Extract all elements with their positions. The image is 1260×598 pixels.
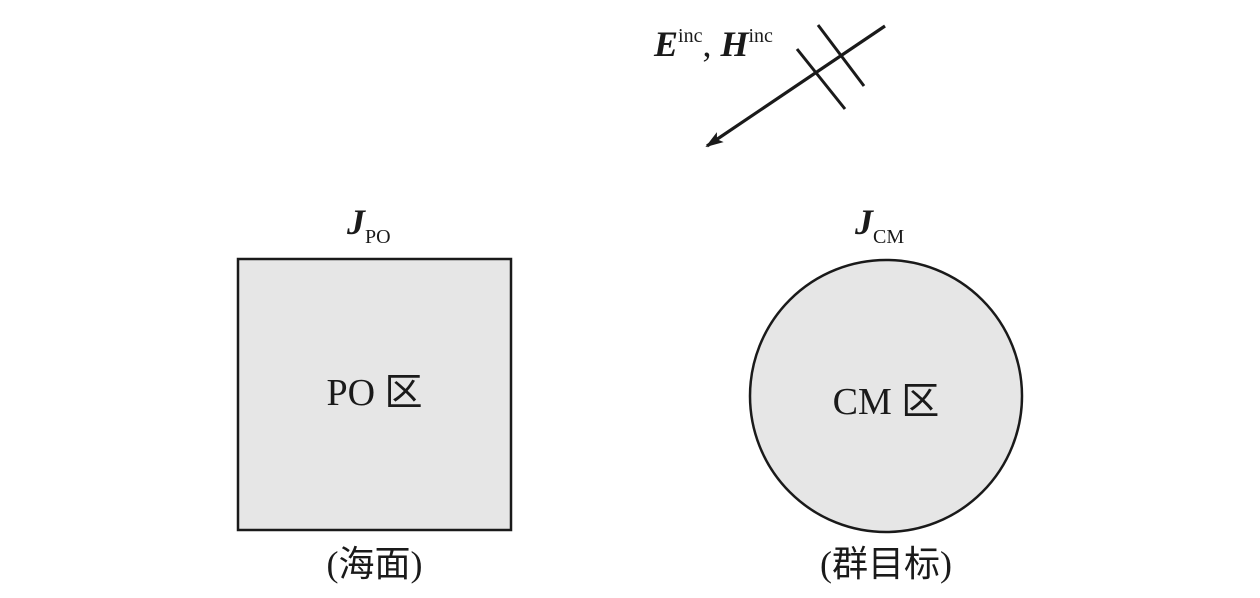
h-field-superscript: inc [748, 25, 773, 47]
po-current-label: JPO [347, 204, 391, 247]
po-region-caption: (海面) [326, 544, 423, 584]
e-field-symbol: E [654, 24, 679, 64]
cm-current-label: JCM [855, 204, 904, 247]
cm-region-caption: (群目标) [820, 544, 952, 584]
incident-direction-line [705, 24, 886, 148]
h-field-symbol: H [720, 24, 749, 64]
po-region-square [236, 257, 513, 532]
cm-current-subscript: CM [873, 226, 905, 248]
field-separator: , [702, 24, 721, 64]
e-field-superscript: inc [678, 25, 703, 47]
wavefront-line-2 [816, 24, 866, 87]
incident-wave-arrow-icon [705, 24, 886, 148]
cm-region-circle [748, 258, 1024, 534]
incident-field-label: Einc, Hinc [654, 26, 773, 62]
cm-current-symbol: J [855, 202, 873, 242]
po-current-symbol: J [347, 202, 365, 242]
cm-region-label: CM 区 [832, 381, 940, 423]
wavefront-line-1 [795, 48, 847, 110]
po-current-subscript: PO [365, 226, 391, 248]
po-region-label: PO 区 [326, 372, 423, 414]
